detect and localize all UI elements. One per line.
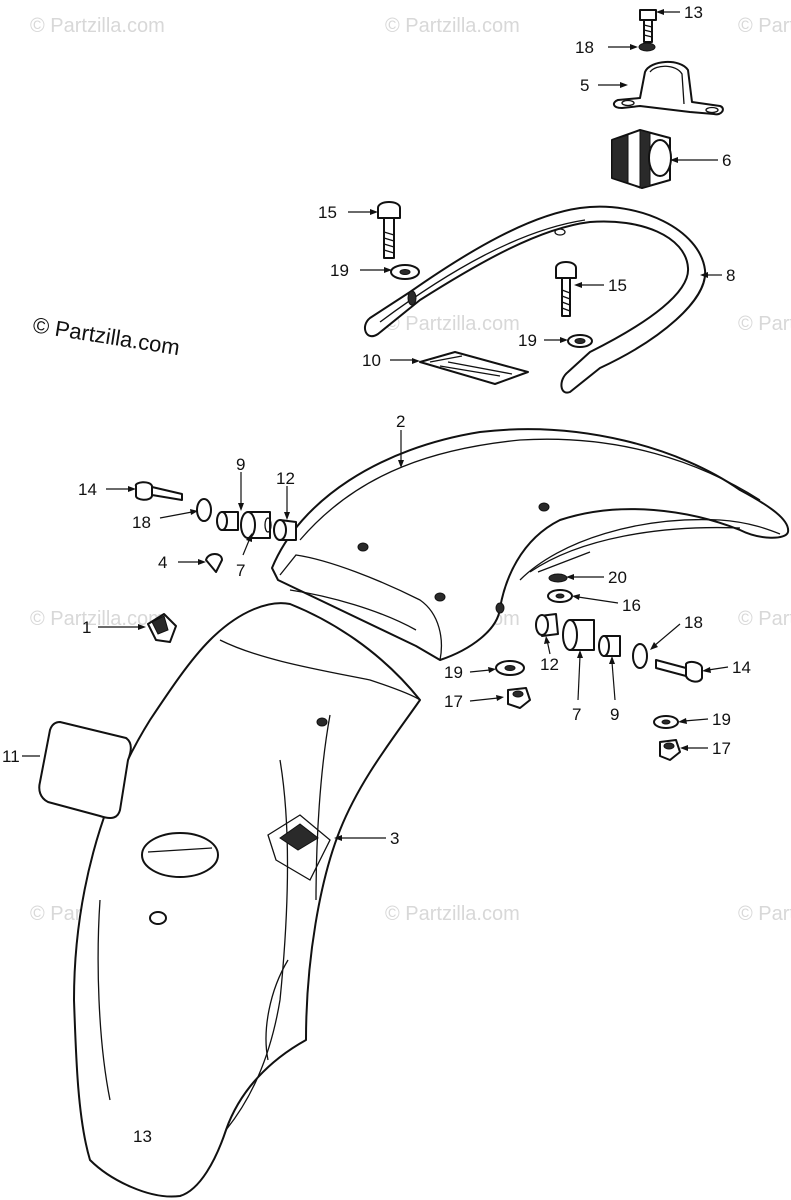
watermark: © Partzilla.com	[385, 15, 520, 37]
part-17-nut-lower	[659, 739, 681, 761]
part-19-washer-upper-right	[567, 334, 593, 348]
partzilla-watermark-main: © Partzilla.com	[31, 312, 181, 360]
part-17-nut-mid	[507, 687, 531, 709]
watermark: © Partzilla.com	[738, 608, 791, 630]
callout-2: 2	[396, 412, 405, 431]
part-18-washer-left	[196, 498, 212, 522]
part-15-bolt-right	[555, 261, 577, 317]
part-18-washer-right	[632, 643, 648, 669]
callouts: 13 18 5 6 15 19 8 15 19 10 2 9 12 14 18 …	[2, 3, 751, 1146]
callout-18: 18	[132, 513, 151, 532]
part-2-rear-fender	[271, 428, 790, 661]
callout-9: 9	[610, 705, 619, 724]
callout-7: 7	[236, 561, 245, 580]
callout-18: 18	[684, 613, 703, 632]
callout-10: 10	[362, 351, 381, 370]
part-1-clip-nut	[147, 613, 177, 643]
callout-14: 14	[78, 480, 97, 499]
part-12-collar-right	[535, 613, 559, 637]
watermark: © Partzilla.com	[385, 313, 520, 335]
callout-19: 19	[712, 710, 731, 729]
callout-1: 1	[82, 618, 91, 637]
watermark: © Partzilla.com	[385, 903, 520, 925]
part-19-washer-mid	[495, 660, 525, 676]
watermark: © Partzilla.com	[738, 15, 791, 37]
part-13-bolt-top	[639, 9, 657, 43]
part-15-bolt-left	[377, 201, 401, 259]
callout-15: 15	[318, 203, 337, 222]
callout-14: 14	[732, 658, 751, 677]
part-19-washer-upper-left	[390, 264, 420, 280]
part-19-washer-lower	[653, 715, 679, 729]
watermark: © Partzilla.com	[738, 313, 791, 335]
callout-7: 7	[572, 705, 581, 724]
callout-18: 18	[575, 38, 594, 57]
callout-12: 12	[540, 655, 559, 674]
callout-5: 5	[580, 76, 589, 95]
part-11-plate	[38, 721, 132, 819]
part-14-bolt-right	[655, 659, 703, 683]
part-5-clamp	[612, 61, 724, 116]
callout-19: 19	[444, 663, 463, 682]
callout-3: 3	[390, 829, 399, 848]
callout-17: 17	[712, 739, 731, 758]
part-14-bolt-left	[134, 481, 183, 501]
callout-19: 19	[330, 261, 349, 280]
callout-15: 15	[608, 276, 627, 295]
watermark: © Partzilla.com	[30, 15, 165, 37]
callout-19: 19	[518, 331, 537, 350]
callout-4: 4	[158, 553, 167, 572]
callout-11: 11	[2, 747, 20, 766]
part-18-washer-top	[638, 42, 656, 52]
part-9-spacer-right	[598, 635, 621, 657]
watermark: © Partzilla.com	[738, 903, 791, 925]
part-8-grab-rail	[363, 205, 707, 394]
callout-8: 8	[726, 266, 735, 285]
part-6-bushing	[611, 129, 672, 189]
part-12-collar-left	[273, 519, 297, 541]
leader-lines	[22, 9, 729, 841]
callout-6: 6	[722, 151, 731, 170]
callout-17: 17	[444, 692, 463, 711]
callout-13: 13	[684, 3, 703, 22]
part-7-bushing-left	[240, 511, 272, 539]
callout-16: 16	[622, 596, 641, 615]
callout-9: 9	[236, 455, 245, 474]
part-3-rear-fender-lower	[73, 602, 421, 1198]
part-7-bushing-right	[562, 619, 595, 651]
part-16-washer	[547, 589, 573, 603]
part-20-lockwasher	[548, 573, 568, 583]
part-9-spacer-left	[216, 511, 239, 531]
part-10-rail-pad	[419, 351, 529, 385]
callout-13: 13	[133, 1127, 152, 1146]
watermark: © Partzilla.com	[30, 608, 165, 630]
callout-20: 20	[608, 568, 627, 587]
callout-12: 12	[276, 469, 295, 488]
part-4-grommet	[205, 553, 223, 573]
